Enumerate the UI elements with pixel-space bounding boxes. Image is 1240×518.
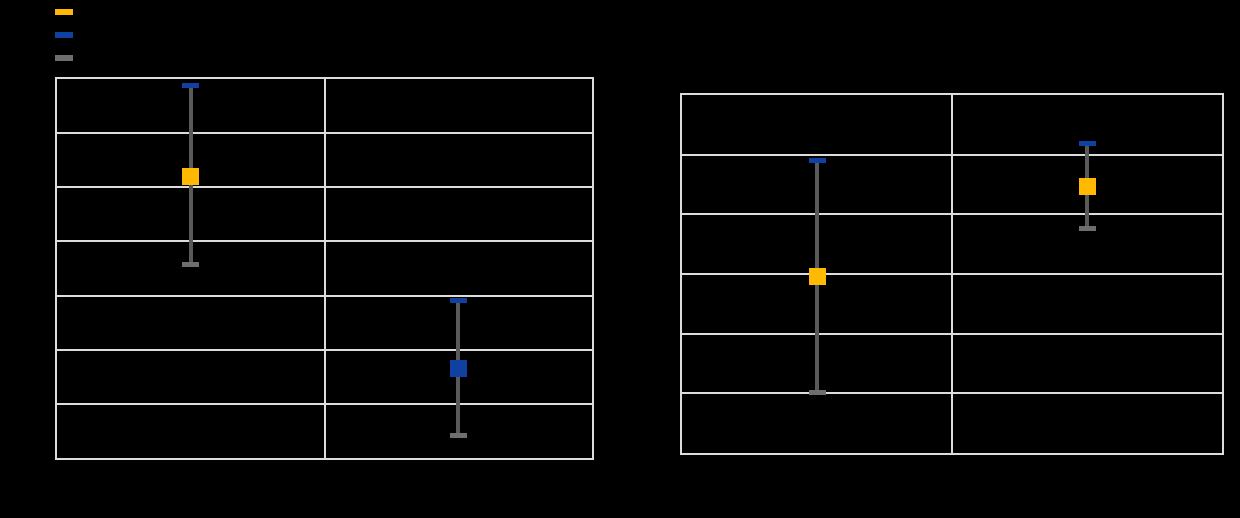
gridline-vertical — [951, 95, 953, 453]
data-point-marker[interactable] — [182, 167, 200, 185]
error-bar-lower-cap — [449, 432, 467, 438]
error-bar-upper-cap — [1078, 141, 1096, 147]
legend-swatch-series-yellow[interactable] — [55, 9, 73, 15]
data-point-marker[interactable] — [1078, 177, 1096, 195]
chart-panel-left — [55, 77, 594, 460]
chart-panel-right — [680, 93, 1224, 455]
error-bar-lower-cap — [182, 261, 200, 267]
data-point-marker[interactable] — [449, 359, 467, 377]
error-bar-upper-cap — [449, 297, 467, 303]
legend-swatch-series-gray[interactable] — [55, 55, 73, 61]
legend-swatch-series-blue[interactable] — [55, 32, 73, 38]
gridline-vertical — [323, 79, 326, 458]
error-bar-upper-cap — [808, 157, 826, 163]
error-bar-lower-cap — [808, 390, 826, 396]
data-point-marker[interactable] — [808, 268, 826, 286]
error-bar-lower-cap — [1078, 226, 1096, 232]
error-bar-upper-cap — [182, 82, 200, 88]
